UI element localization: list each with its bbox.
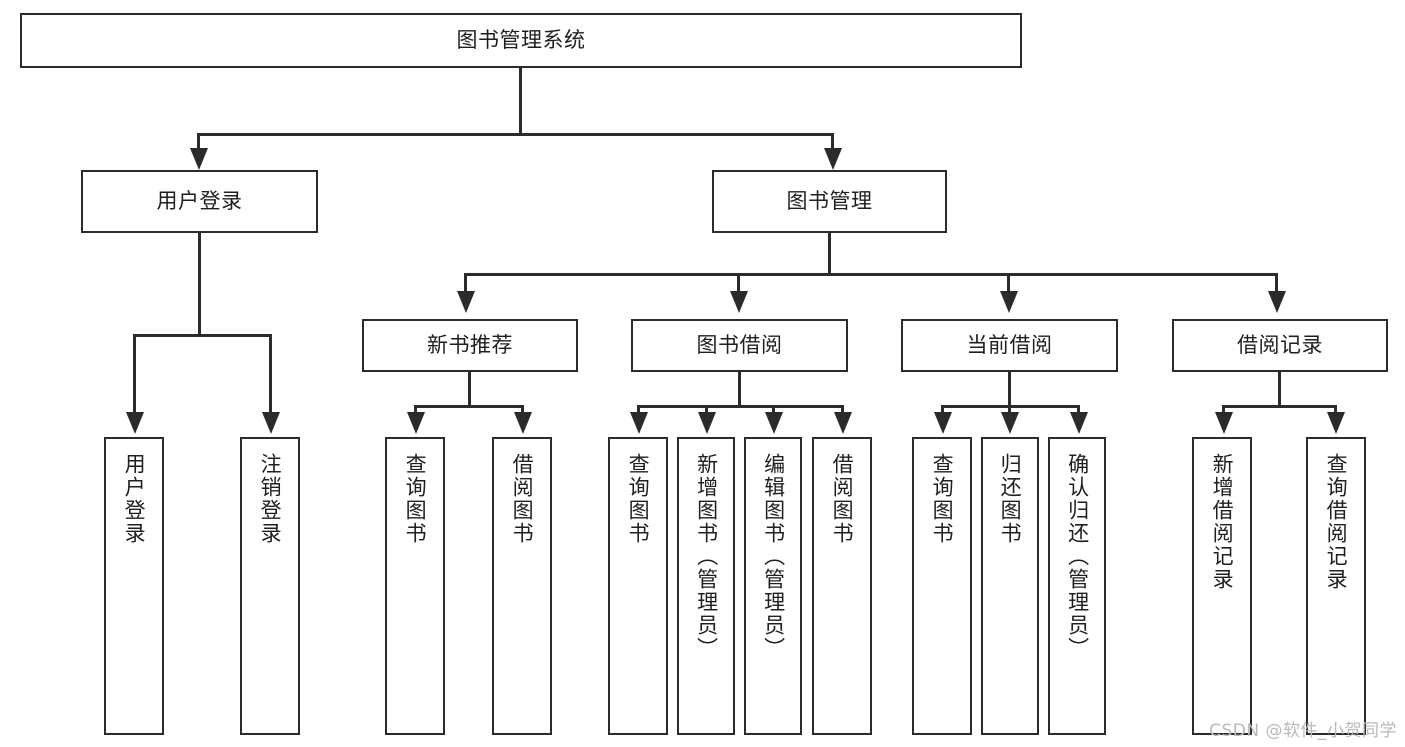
node-label: 查询图书 (403, 453, 428, 545)
arrowhead-current-borrow-to-leaf-2 (1001, 412, 1019, 434)
edge-bm-to-book-borrow (737, 273, 740, 297)
leaf-book-borrow-edit-book-admin[interactable]: 编辑图书（管理员） (744, 437, 802, 735)
leaf-new-book-query-book[interactable]: 查询图书 (385, 437, 445, 735)
arrowhead-bm-to-current-borrow (1000, 291, 1018, 313)
node-label: 归还图书 (998, 453, 1023, 545)
node-label: 图书借阅 (696, 332, 783, 357)
leaf-user-login-logout[interactable]: 注销登录 (240, 437, 300, 735)
arrowhead-book-borrow-to-leaf-4 (834, 412, 852, 434)
leaf-borrow-record-add-record[interactable]: 新增借阅记录 (1192, 437, 1252, 735)
node-label: 编辑图书（管理员） (761, 453, 786, 660)
node-new-book-recommend[interactable]: 新书推荐 (362, 319, 578, 372)
edge-current-borrow-stem (1008, 372, 1011, 408)
node-label: 当前借阅 (966, 332, 1053, 357)
arrowhead-current-borrow-to-leaf-1 (934, 412, 952, 434)
node-label: 借阅图书 (510, 453, 535, 545)
leaf-user-login-login[interactable]: 用户登录 (104, 437, 164, 735)
node-label: 查询借阅记录 (1324, 453, 1349, 591)
node-label: 用户登录 (156, 188, 243, 213)
node-label: 查询图书 (626, 453, 651, 545)
arrowhead-bm-to-book-borrow (730, 291, 748, 313)
leaf-new-book-borrow-book[interactable]: 借阅图书 (492, 437, 552, 735)
node-label: 新书推荐 (427, 332, 513, 357)
arrowhead-bm-to-borrow-record (1268, 291, 1286, 313)
leaf-current-borrow-confirm-return-admin[interactable]: 确认归还（管理员） (1048, 437, 1106, 735)
leaf-current-borrow-query-book[interactable]: 查询图书 (912, 437, 972, 735)
watermark-text: CSDN @软件_小贺同学 (1209, 721, 1397, 741)
arrowhead-bm-to-new-book (457, 291, 475, 313)
node-book-management[interactable]: 图书管理 (712, 170, 947, 233)
arrowhead-borrow-record-to-leaf-2 (1327, 412, 1345, 434)
edge-book-borrow-stem (738, 372, 741, 408)
edge-root-to-book-management (831, 133, 834, 155)
node-label: 新增借阅记录 (1210, 453, 1235, 591)
node-label: 注销登录 (258, 453, 283, 545)
node-book-borrow[interactable]: 图书借阅 (631, 319, 848, 372)
edge-borrow-record-bar (1222, 405, 1337, 408)
edge-new-book-bar (414, 405, 524, 408)
edge-bm-to-new-book (464, 273, 467, 297)
arrowhead-book-borrow-to-leaf-1 (630, 412, 648, 434)
node-label: 借阅记录 (1237, 332, 1323, 357)
edge-new-book-stem (468, 372, 471, 408)
edge-book-management-bar (464, 273, 1278, 276)
node-label: 图书管理 (786, 188, 873, 213)
leaf-book-borrow-add-book-admin[interactable]: 新增图书（管理员） (677, 437, 735, 735)
edge-bm-to-borrow-record (1275, 273, 1278, 297)
node-current-borrow[interactable]: 当前借阅 (901, 319, 1118, 372)
edge-root-bar (197, 133, 834, 136)
arrowhead-root-to-user-login (190, 148, 208, 170)
arrowhead-root-to-book-management (824, 148, 842, 170)
edge-user-login-stem (198, 233, 201, 336)
edge-book-management-stem (828, 233, 831, 275)
node-borrow-record[interactable]: 借阅记录 (1172, 319, 1388, 372)
arrowhead-user-login-to-leaf-1 (126, 412, 144, 434)
node-label: 图书管理系统 (456, 27, 586, 52)
arrowhead-book-borrow-to-leaf-2 (698, 412, 716, 434)
edge-user-login-to-leaf-1 (133, 334, 136, 418)
leaf-current-borrow-return-book[interactable]: 归还图书 (981, 437, 1039, 735)
node-root-book-management-system[interactable]: 图书管理系统 (20, 13, 1022, 68)
edge-user-login-bar (133, 334, 271, 337)
node-label: 借阅图书 (830, 453, 855, 545)
arrowhead-new-book-to-leaf-1 (407, 412, 425, 434)
arrowhead-borrow-record-to-leaf-1 (1215, 412, 1233, 434)
arrowhead-book-borrow-to-leaf-3 (765, 412, 783, 434)
node-user-login[interactable]: 用户登录 (81, 170, 318, 233)
node-label: 查询图书 (930, 453, 955, 545)
node-label: 用户登录 (122, 453, 147, 545)
leaf-book-borrow-query-book[interactable]: 查询图书 (608, 437, 668, 735)
node-label: 新增图书（管理员） (694, 453, 719, 660)
node-label: 确认归还（管理员） (1065, 453, 1090, 660)
edge-borrow-record-stem (1278, 372, 1281, 408)
arrowhead-user-login-to-leaf-2 (262, 412, 280, 434)
edge-book-borrow-bar (637, 405, 844, 408)
edge-bm-to-current-borrow (1007, 273, 1010, 297)
arrowhead-new-book-to-leaf-2 (514, 412, 532, 434)
leaf-book-borrow-borrow-book[interactable]: 借阅图书 (812, 437, 872, 735)
edge-user-login-to-leaf-2 (269, 334, 272, 418)
leaf-borrow-record-query-record[interactable]: 查询借阅记录 (1306, 437, 1366, 735)
arrowhead-current-borrow-to-leaf-3 (1070, 412, 1088, 434)
edge-root-stem (519, 68, 522, 135)
edge-root-to-user-login (197, 133, 200, 155)
